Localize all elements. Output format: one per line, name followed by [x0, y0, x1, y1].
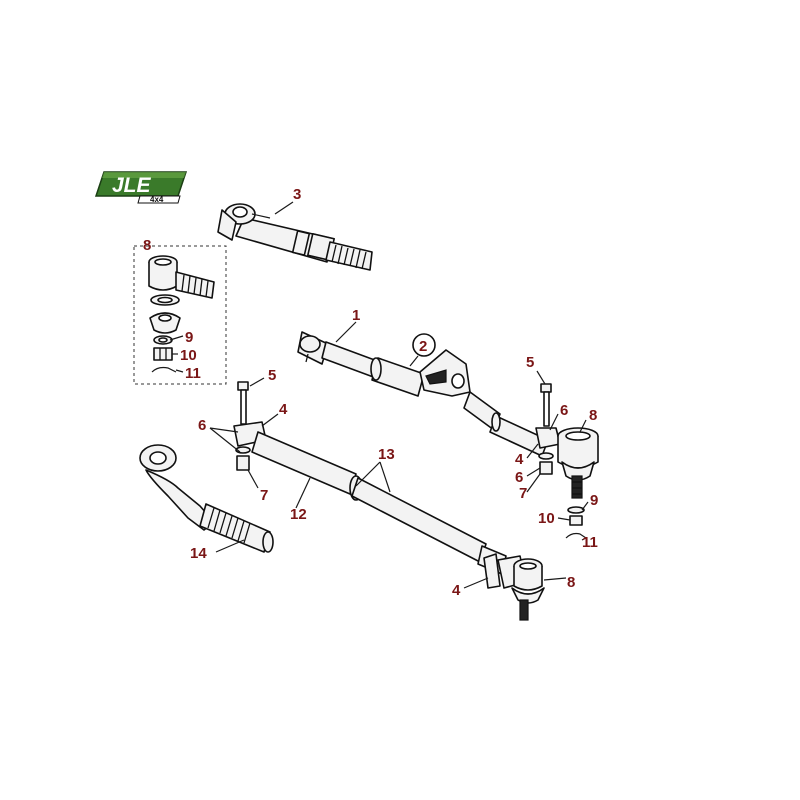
- callout-2-marker: 2: [409, 333, 436, 367]
- callout-8a: 8: [143, 237, 151, 254]
- leader-10b: [557, 517, 571, 521]
- leader-9a: [169, 335, 184, 341]
- leader-4a: [261, 413, 279, 427]
- leader-6c: [526, 467, 541, 477]
- logo-brand: JLE: [112, 174, 152, 197]
- callout-5b: 5: [526, 354, 534, 371]
- leader-4c: [463, 577, 489, 589]
- leader-6a-2: [209, 427, 241, 453]
- leader-13-1: [355, 461, 381, 487]
- leader-1: [335, 321, 357, 343]
- part-14-drop-arm: [139, 444, 274, 553]
- leader-8c: [543, 577, 567, 581]
- callout-6a: 6: [198, 417, 206, 434]
- callout-6b: 6: [560, 402, 568, 419]
- callout-4b: 4: [515, 451, 524, 468]
- leader-5b: [536, 370, 546, 385]
- leader-13-2: [379, 461, 391, 493]
- callout-14: 14: [190, 545, 207, 562]
- exploded-view-box: [133, 245, 227, 385]
- jle-logo: JLE 4x4: [94, 171, 188, 204]
- part-8-exploded: [148, 255, 215, 373]
- leader-11b: [581, 537, 587, 541]
- callout-6c: 6: [515, 469, 523, 486]
- leader-6a-1: [209, 427, 239, 433]
- part-3-tie-rod-end: [217, 203, 373, 271]
- callout-2: 2: [419, 338, 427, 355]
- leader-6b: [549, 413, 559, 431]
- callout-11b: 11: [582, 534, 598, 551]
- leader-9b: [581, 501, 589, 511]
- leader-12: [295, 477, 311, 509]
- leader-7b: [526, 473, 541, 493]
- logo-sub: 4x4: [150, 195, 164, 204]
- callout-7a: 7: [260, 487, 268, 504]
- part-1-upper-tie-rod: [297, 331, 549, 457]
- callout-5a: 5: [268, 367, 276, 384]
- leader-7a: [247, 469, 259, 489]
- callout-4a: 4: [279, 401, 288, 418]
- callout-10a: 10: [180, 347, 197, 364]
- callout-9a: 9: [185, 329, 193, 346]
- callout-11a: 11: [185, 365, 201, 382]
- callout-4c: 4: [452, 582, 461, 599]
- callout-10b: 10: [538, 510, 555, 527]
- callout-8c: 8: [567, 574, 575, 591]
- callout-1: 1: [352, 307, 360, 324]
- left-clamp-assembly: [233, 381, 267, 471]
- callout-8b: 8: [589, 407, 597, 424]
- callout-3: 3: [293, 186, 301, 203]
- leader-4b: [526, 443, 539, 459]
- callout-7b: 7: [519, 485, 527, 502]
- callout-13: 13: [378, 446, 395, 463]
- part-12-lower-tie-rod: [251, 431, 545, 621]
- leader-11a: [175, 369, 184, 373]
- callout-12: 12: [290, 506, 307, 523]
- leader-3: [274, 201, 294, 215]
- leader-8b: [579, 419, 587, 433]
- leader-5a: [249, 377, 265, 387]
- leader-14: [215, 539, 245, 553]
- right-ball-joint-upper: [535, 383, 599, 539]
- callout-9b: 9: [590, 492, 598, 509]
